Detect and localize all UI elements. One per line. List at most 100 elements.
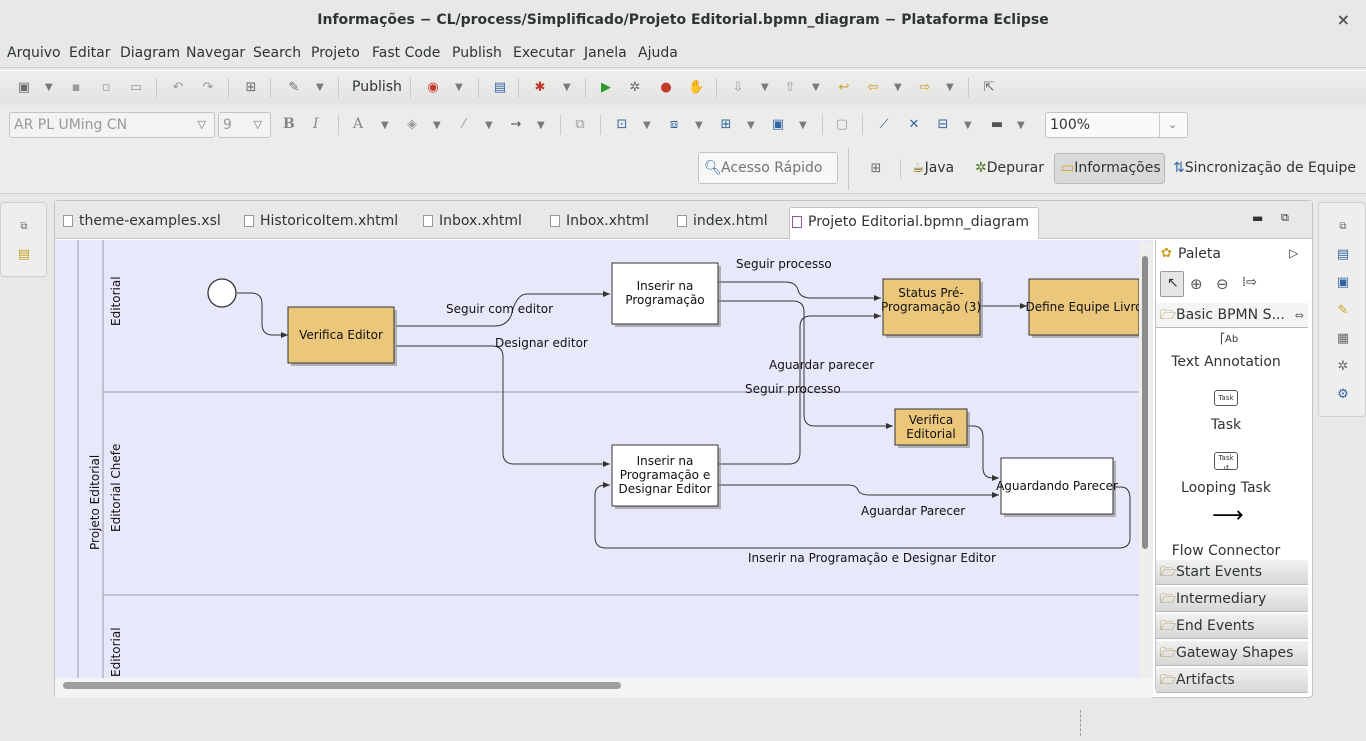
tool-task[interactable]: Task bbox=[1210, 417, 1242, 433]
menu-editar[interactable]: Editar bbox=[69, 45, 111, 61]
drawer-end-events[interactable]: 🗁︎End Events bbox=[1156, 613, 1308, 639]
task-verifica-editorial[interactable]: Verifica Editorial bbox=[894, 408, 970, 448]
tool-flow-connector[interactable]: Flow Connector bbox=[1171, 543, 1281, 558]
palette-hide-icon[interactable]: ▷ bbox=[1289, 246, 1299, 260]
select-all-icon[interactable]: ⧉ bbox=[575, 117, 585, 132]
start-event[interactable] bbox=[207, 278, 237, 308]
tool-looping-task[interactable]: Looping Task bbox=[1181, 480, 1271, 496]
task-aguardando-parecer[interactable]: Aguardando Parecer bbox=[996, 457, 1118, 517]
restore-icon[interactable]: ⧉ bbox=[20, 221, 28, 232]
drawer-artifacts[interactable]: 🗁︎Artifacts bbox=[1156, 667, 1308, 693]
debug-view-icon[interactable]: ✲ bbox=[1337, 359, 1349, 374]
run-config-icon[interactable]: ✲ bbox=[629, 80, 641, 95]
line-color-dropdown-icon[interactable]: ▼ bbox=[485, 120, 493, 131]
outline-icon[interactable]: ▤ bbox=[1336, 247, 1350, 262]
font-color-button[interactable]: A bbox=[353, 116, 364, 132]
line-style-icon[interactable]: → bbox=[510, 117, 522, 132]
next-annotation-dropdown-icon[interactable]: ▼ bbox=[761, 82, 769, 93]
fill-color-icon[interactable]: ◈ bbox=[407, 117, 417, 132]
new-file-icon[interactable]: ▣ bbox=[17, 80, 31, 95]
italic-button[interactable]: I bbox=[313, 116, 319, 132]
drawer-basic-bpmn[interactable]: 🗁︎ Basic BPMN S... ⇔ bbox=[1156, 302, 1308, 328]
task-verifica-editor[interactable]: Verifica Editor bbox=[287, 306, 397, 366]
next-annotation-icon[interactable]: ⇩ bbox=[732, 80, 744, 95]
drawer-gateway-shapes[interactable]: 🗁︎Gateway Shapes bbox=[1156, 640, 1308, 666]
task-inserir-designar-editor[interactable]: Inserir na Programação e Designar Editor bbox=[611, 444, 721, 509]
zoom-in-icon[interactable]: ⊕ bbox=[1190, 275, 1203, 293]
menu-navegar[interactable]: Navegar bbox=[186, 45, 246, 61]
maximize-icon[interactable]: ⧉ bbox=[1281, 211, 1289, 224]
pin-icon[interactable]: ⇔ bbox=[1294, 309, 1304, 322]
arrange-dropdown-icon[interactable]: ▼ bbox=[643, 120, 651, 131]
arrange-icon[interactable]: ⊡ bbox=[616, 117, 628, 132]
tab-inbox-2[interactable]: Inbox.xhtml bbox=[548, 207, 649, 239]
servers-icon[interactable]: ⚙ bbox=[1337, 387, 1349, 402]
menu-search[interactable]: Search bbox=[253, 45, 302, 61]
forward-dropdown-icon[interactable]: ▼ bbox=[946, 82, 954, 93]
forward-icon[interactable]: ⇨ bbox=[919, 80, 931, 95]
menu-ajuda[interactable]: Ajuda bbox=[638, 45, 678, 61]
print-icon[interactable]: ▭ bbox=[129, 80, 143, 95]
router-icon[interactable]: ⟋ bbox=[879, 117, 889, 132]
bold-button[interactable]: B bbox=[283, 116, 295, 132]
redo-icon[interactable]: ↷ bbox=[202, 80, 214, 95]
grid-dropdown-icon[interactable]: ▼ bbox=[964, 120, 972, 131]
run-icon[interactable]: ▶ bbox=[601, 80, 611, 95]
properties-dropdown-icon[interactable]: ▼ bbox=[1017, 120, 1025, 131]
restore-icon[interactable]: ⧉ bbox=[1339, 221, 1347, 232]
quick-access-input[interactable] bbox=[721, 157, 833, 179]
rectilinear-icon[interactable]: ✕ bbox=[908, 117, 920, 132]
brush-icon[interactable]: ✎ bbox=[288, 80, 300, 95]
scroll-thumb[interactable] bbox=[63, 682, 621, 689]
note-attachment-icon[interactable]: ⁞⇨ bbox=[1242, 275, 1258, 290]
font-color-dropdown-icon[interactable]: ▼ bbox=[381, 120, 389, 131]
perspective-depurar[interactable]: ✲Depurar bbox=[975, 160, 1044, 176]
tab-theme-examples[interactable]: theme-examples.xsl bbox=[61, 207, 221, 239]
undo-icon[interactable]: ↶ bbox=[172, 80, 184, 95]
quick-access-field[interactable]: 🔍︎ bbox=[698, 152, 838, 184]
save-all-icon[interactable]: ▫ bbox=[101, 80, 111, 95]
group-dropdown-icon[interactable]: ▼ bbox=[695, 120, 703, 131]
zoom-select[interactable]: 100% ⌄ bbox=[1045, 112, 1188, 138]
font-size-select[interactable]: 9 ▽ bbox=[218, 112, 271, 138]
size-dropdown-icon[interactable]: ▼ bbox=[799, 120, 807, 131]
server-icon[interactable]: ◉ bbox=[427, 80, 439, 95]
group-icon[interactable]: ⧈ bbox=[669, 117, 679, 132]
server-dropdown-icon[interactable]: ▼ bbox=[455, 82, 463, 93]
diagram-canvas[interactable]: Projeto Editorial Editorial Editorial Ch… bbox=[55, 240, 1153, 686]
minimize-icon[interactable]: ▬ bbox=[1252, 211, 1264, 225]
debug-config-icon[interactable]: ✱ bbox=[534, 80, 546, 95]
brush-dropdown-icon[interactable]: ▼ bbox=[316, 82, 324, 93]
drawer-intermediary-events[interactable]: 🗁︎Intermediary Eve... bbox=[1156, 586, 1308, 632]
perspective-sincronizacao[interactable]: ⇅Sincronização de Equipe bbox=[1173, 160, 1356, 176]
tasks-icon[interactable]: ▦ bbox=[1336, 331, 1350, 346]
font-family-select[interactable]: AR PL UMing CN ▽ bbox=[9, 112, 215, 138]
line-color-icon[interactable]: ⁄ bbox=[462, 117, 466, 132]
task-status-pre-programacao[interactable]: Status Pré- Programação (3) bbox=[881, 278, 983, 338]
publish-button[interactable]: Publish bbox=[352, 79, 402, 95]
console-icon[interactable]: ▣ bbox=[1336, 275, 1350, 290]
line-style-dropdown-icon[interactable]: ▼ bbox=[537, 120, 545, 131]
properties-icon[interactable]: ▬ bbox=[990, 117, 1004, 132]
zoom-out-icon[interactable]: ⊖ bbox=[1216, 275, 1229, 293]
menu-arquivo[interactable]: Arquivo bbox=[7, 45, 61, 61]
menu-publish[interactable]: Publish bbox=[452, 45, 502, 61]
save-icon[interactable]: ▪ bbox=[71, 80, 81, 95]
horizontal-scrollbar[interactable] bbox=[55, 678, 1153, 698]
align-icon[interactable]: ⊞ bbox=[720, 117, 732, 132]
prev-annotation-icon[interactable]: ⇧ bbox=[784, 80, 796, 95]
tool-text-annotation[interactable]: Text Annotation bbox=[1171, 354, 1281, 370]
debug-dropdown-icon[interactable]: ▼ bbox=[563, 82, 571, 93]
back-dropdown-icon[interactable]: ▼ bbox=[894, 82, 902, 93]
menu-fast-code[interactable]: Fast Code bbox=[372, 45, 441, 61]
menu-diagram[interactable]: Diagram bbox=[120, 45, 181, 61]
menu-executar[interactable]: Executar bbox=[513, 45, 575, 61]
close-icon[interactable]: × bbox=[1336, 10, 1350, 29]
prev-annotation-dropdown-icon[interactable]: ▼ bbox=[812, 82, 820, 93]
size-icon[interactable]: ▣ bbox=[771, 117, 785, 132]
stop-icon[interactable]: ● bbox=[660, 80, 672, 95]
open-perspective-icon[interactable]: ⊞ bbox=[870, 161, 882, 176]
clipboard-icon[interactable]: ▤ bbox=[493, 80, 507, 95]
perspective-informacoes[interactable]: ▭Informações bbox=[1054, 153, 1165, 184]
pin-editor-icon[interactable]: ⇱ bbox=[983, 80, 995, 95]
